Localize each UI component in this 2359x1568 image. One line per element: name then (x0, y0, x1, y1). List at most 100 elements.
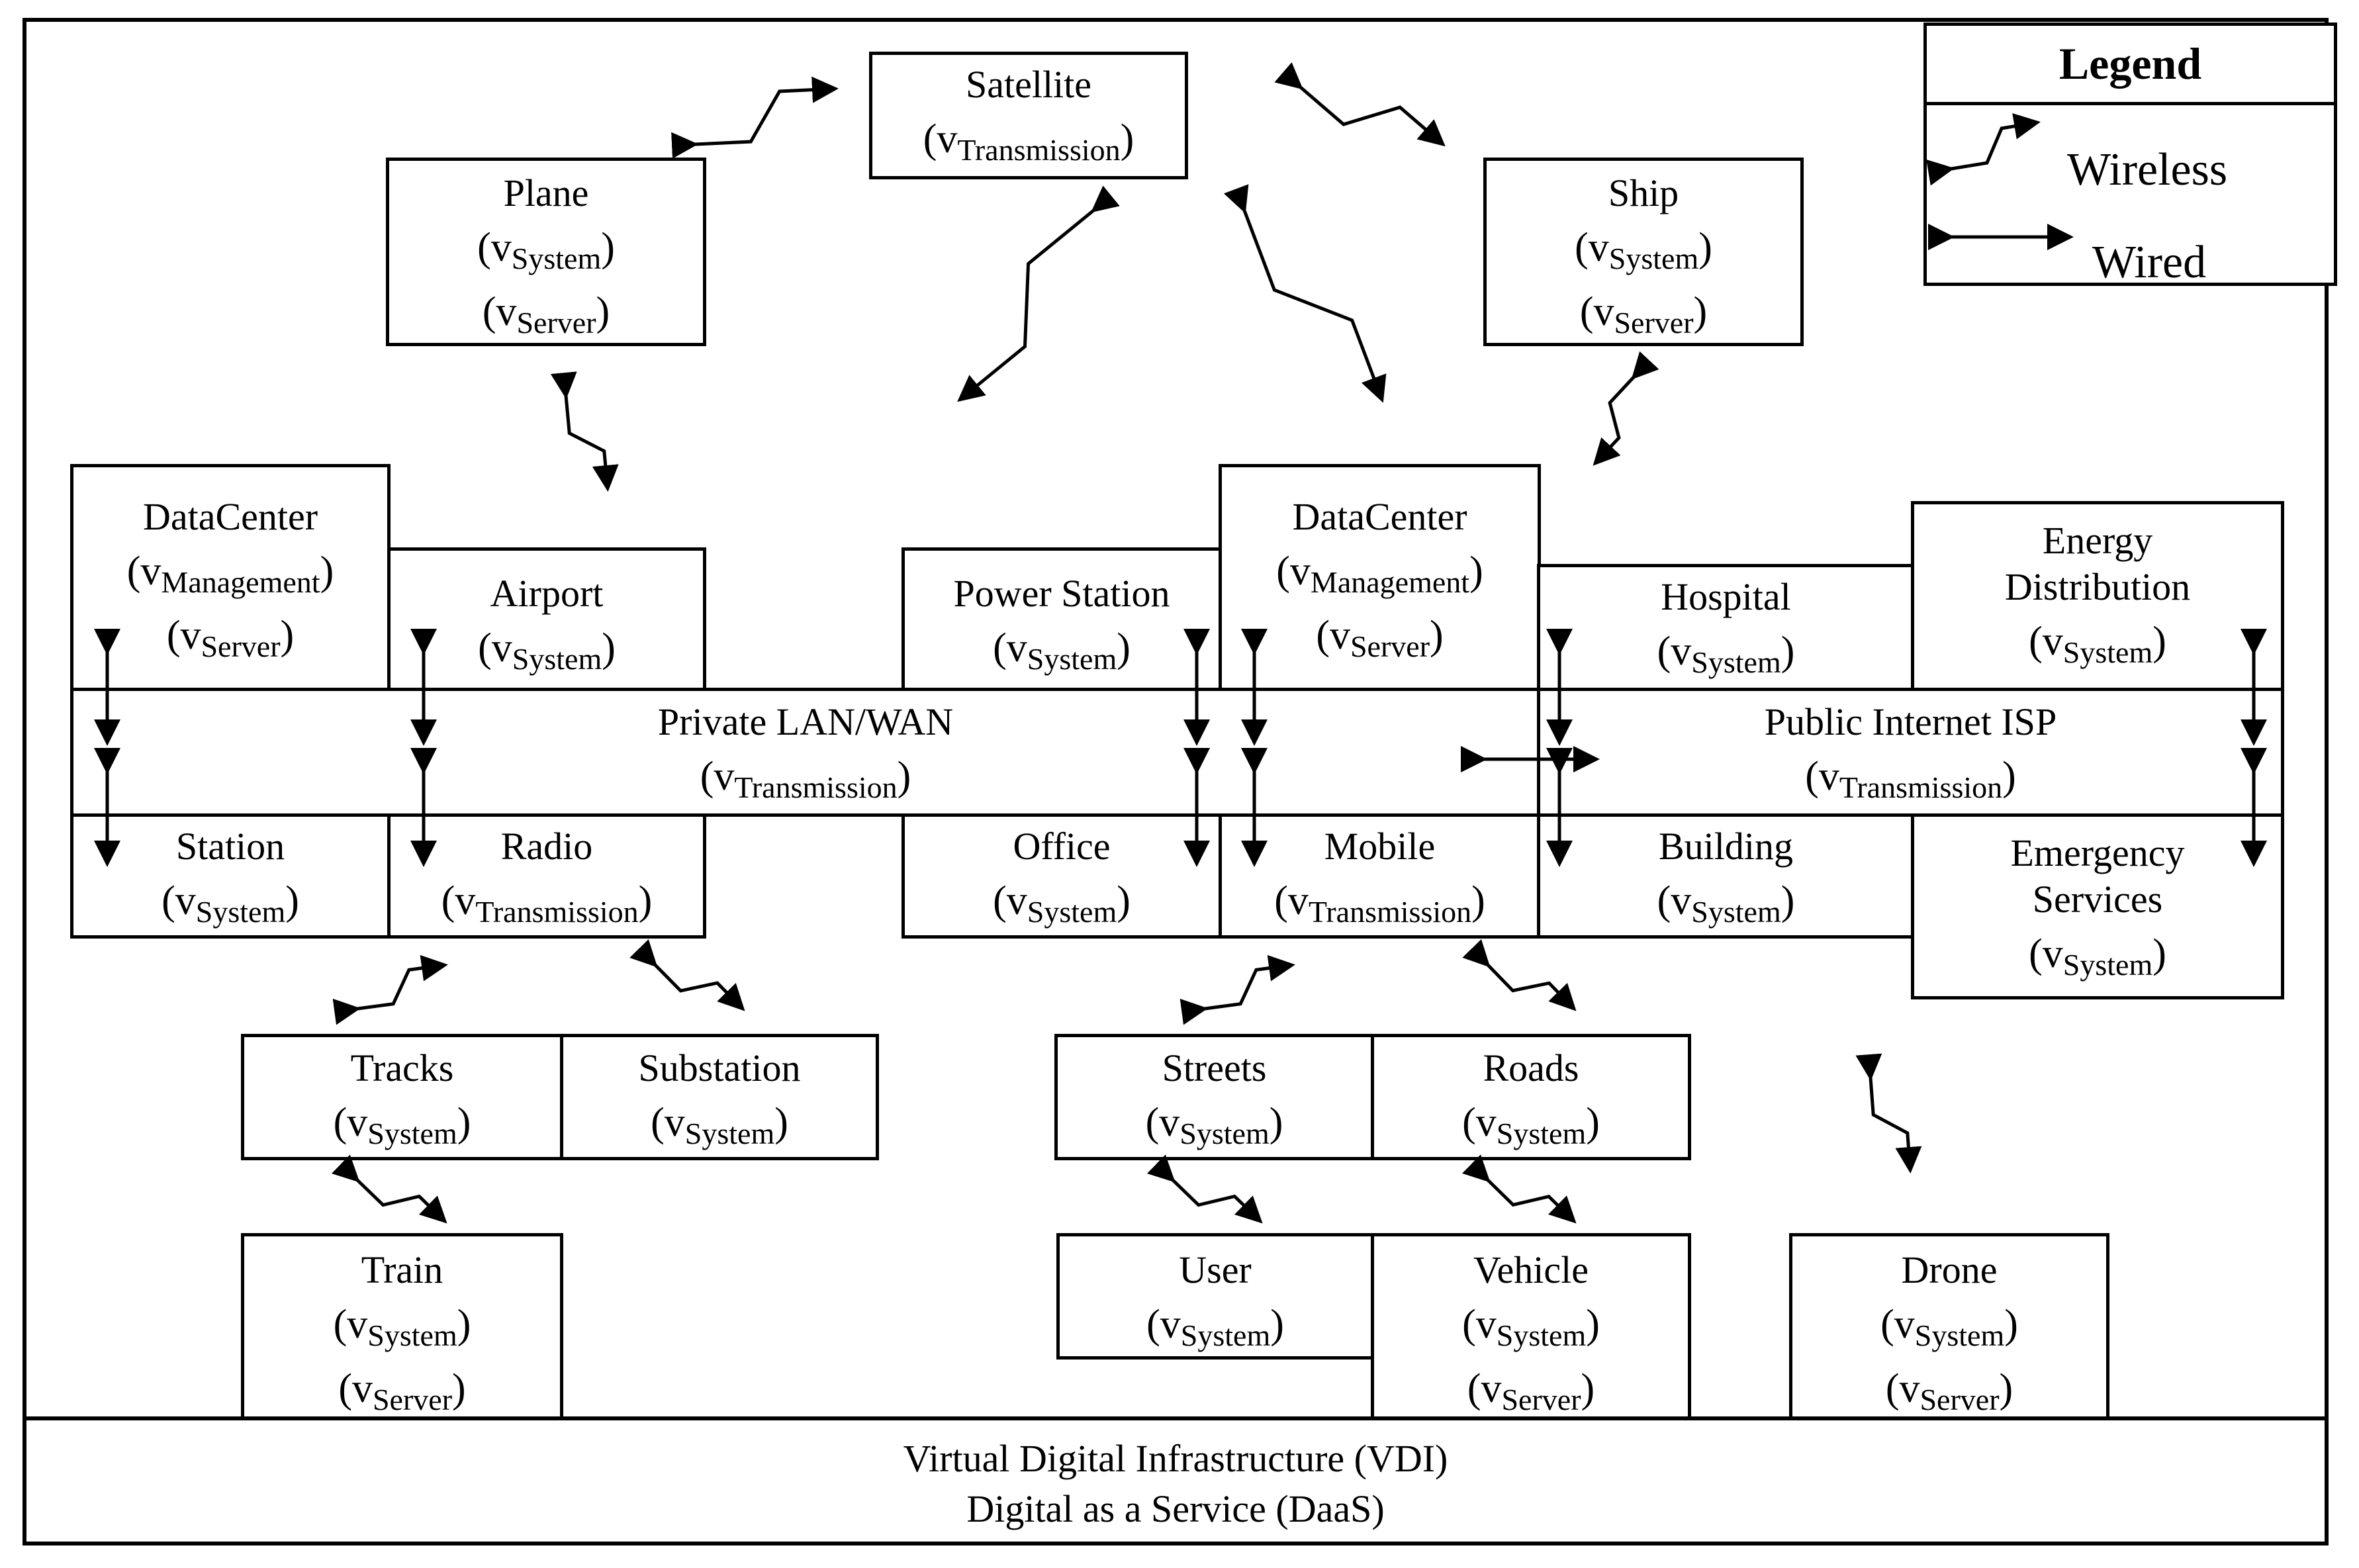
airport-title: Airport (490, 572, 604, 615)
drone-title: Drone (1901, 1248, 1998, 1291)
office-v1: (vSystem) (993, 878, 1131, 929)
ship-hospital-link (1593, 351, 1659, 466)
substation-node: Substation (vSystem) (560, 1034, 879, 1160)
legend-wireless-label: Wireless (2067, 144, 2228, 195)
public-isp-v1: (vTransmission) (1805, 754, 2016, 804)
datacenter-left-v2: (vServer) (166, 613, 295, 663)
legend: Legend Wireless Wired (1923, 23, 2337, 288)
emergency-services-title-2: Services (2032, 878, 2163, 921)
radio-substation-link (629, 939, 745, 1011)
station-v1: (vSystem) (162, 878, 299, 929)
tracks-title: Tracks (350, 1046, 454, 1089)
footer-line-1: Virtual Digital Infrastructure (VDI) (903, 1437, 1448, 1480)
hospital-title: Hospital (1661, 575, 1791, 618)
building-node: Building (vSystem) (1537, 813, 1915, 939)
building-title: Building (1658, 825, 1794, 868)
ship-v1: (vSystem) (1575, 225, 1712, 275)
radio-node: Radio (vTransmission) (387, 813, 706, 939)
office-title: Office (1013, 825, 1111, 868)
public-isp-title: Public Internet ISP (1764, 700, 2057, 743)
energy-distribution-v1: (vSystem) (2029, 619, 2166, 669)
user-v1: (vSystem) (1146, 1302, 1284, 1352)
wireless-links (331, 62, 2041, 1224)
legend-wireless-icon (1926, 113, 2041, 186)
streets-user-link (1146, 1154, 1263, 1224)
datacenter-right-v2: (vServer) (1316, 613, 1444, 663)
station-title: Station (175, 825, 285, 868)
datacenter-right-node: DataCenter (vManagement) (vServer) (1219, 464, 1541, 691)
user-node: User (vSystem) (1056, 1233, 1374, 1360)
satellite-ship-link (1274, 62, 1446, 147)
satellite-datacenter-right-link (1223, 184, 1387, 403)
energy-distribution-title-2: Distribution (2004, 565, 2191, 608)
tracks-train-link (331, 1154, 447, 1224)
building-v1: (vSystem) (1657, 878, 1795, 929)
substation-v1: (vSystem) (651, 1100, 788, 1150)
emergency-services-v1: (vSystem) (2029, 931, 2166, 982)
datacenter-right-v1: (vManagement) (1276, 549, 1483, 599)
legend-title: Legend (2058, 38, 2202, 89)
streets-node: Streets (vSystem) (1054, 1034, 1374, 1160)
roads-vehicle-link (1462, 1154, 1577, 1224)
ship-node: Ship (vSystem) (vServer) (1483, 158, 1804, 346)
tracks-v1: (vSystem) (333, 1100, 471, 1150)
substation-title: Substation (638, 1046, 801, 1089)
plane-v1: (vSystem) (477, 225, 615, 275)
power-station-v1: (vSystem) (993, 625, 1131, 676)
streets-title: Streets (1162, 1046, 1267, 1089)
roads-v1: (vSystem) (1462, 1100, 1600, 1150)
tracks-node: Tracks (vSystem) (241, 1034, 563, 1160)
ship-v2: (vServer) (1579, 289, 1708, 340)
vehicle-v1: (vSystem) (1462, 1302, 1600, 1352)
hospital-node: Hospital (vSystem) (1537, 564, 1915, 691)
airport-node: Airport (vSystem) (387, 547, 706, 691)
datacenter-left-v1: (vManagement) (126, 549, 334, 599)
footer-text: Virtual Digital Infrastructure (VDI) Dig… (23, 1431, 2329, 1537)
roads-title: Roads (1483, 1046, 1579, 1089)
mobile-streets-link (1180, 954, 1295, 1025)
mobile-roads-link (1462, 939, 1577, 1011)
user-title: User (1179, 1248, 1252, 1291)
diagram-frame (23, 18, 2329, 1545)
roads-node: Roads (vSystem) (1371, 1034, 1691, 1160)
energy-distribution-node: Energy Distribution (vSystem) (1911, 501, 2284, 691)
private-lan-v1: (vTransmission) (700, 754, 911, 804)
satellite-node: Satellite (vTransmission) (869, 52, 1188, 179)
train-v2: (vServer) (338, 1366, 466, 1416)
emergency-services-node: Emergency Services (vSystem) (1911, 813, 2284, 999)
ship-title: Ship (1608, 171, 1679, 214)
satellite-private-lan-link (957, 185, 1120, 402)
plane-node: Plane (vSystem) (vServer) (386, 158, 706, 346)
footer-band (23, 1416, 2329, 1420)
satellite-title: Satellite (965, 63, 1092, 106)
satellite-v1: (vTransmission) (923, 116, 1134, 167)
plane-airport-link (550, 371, 619, 492)
office-node: Office (vSystem) (902, 813, 1222, 939)
datacenter-left-title: DataCenter (142, 495, 318, 538)
vehicle-v2: (vServer) (1467, 1366, 1595, 1416)
airport-v1: (vSystem) (478, 625, 616, 676)
radio-title: Radio (500, 825, 593, 868)
streets-v1: (vSystem) (1145, 1100, 1283, 1150)
train-title: Train (361, 1248, 443, 1291)
mobile-v1: (vTransmission) (1274, 878, 1485, 929)
datacenter-left-node: DataCenter (vManagement) (vServer) (70, 464, 391, 691)
drone-v2: (vServer) (1885, 1366, 2013, 1416)
hospital-v1: (vSystem) (1657, 629, 1795, 679)
emergency-drone-link (1855, 1053, 1922, 1174)
emergency-services-title-1: Emergency (2010, 831, 2185, 874)
footer-line-2: Digital as a Service (DaaS) (966, 1487, 1385, 1530)
datacenter-right-title: DataCenter (1292, 495, 1467, 538)
mobile-title: Mobile (1324, 825, 1436, 868)
legend-wired-label: Wired (2092, 237, 2207, 288)
satellite-plane-link (671, 76, 839, 159)
radio-tracks-link (332, 954, 448, 1025)
drone-v1: (vSystem) (1880, 1302, 2018, 1352)
mobile-node: Mobile (vTransmission) (1219, 813, 1541, 939)
plane-title: Plane (503, 171, 589, 214)
radio-v1: (vTransmission) (441, 878, 653, 929)
private-lan-title: Private LAN/WAN (657, 700, 954, 743)
vehicle-title: Vehicle (1473, 1248, 1589, 1291)
